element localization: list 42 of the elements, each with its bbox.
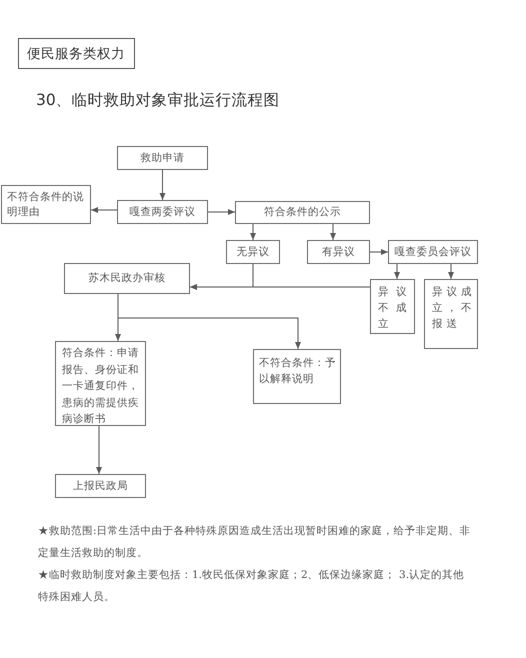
step-text: 异议成立，不报送: [432, 285, 476, 332]
process-box: [117, 146, 208, 170]
step-text: 不符合条件的说明理由: [7, 190, 85, 220]
step-text: 有异议: [322, 244, 355, 260]
process-box: [388, 240, 478, 264]
process-box: [253, 349, 341, 404]
process-box: [55, 474, 146, 498]
step-text: 无异议: [236, 244, 270, 260]
process-box: [226, 240, 280, 264]
arrow: [250, 224, 256, 240]
note-text: ★救助范围:日常生活中由于各种特殊原因造成生活出现暂时困难的家庭，给予非定期、非定量生活救助的制度。: [38, 524, 472, 561]
heading-text: 便民服务类权力: [27, 44, 125, 62]
step-text: 上报民政局: [73, 478, 128, 494]
process-box: [64, 263, 190, 294]
step-text: 不符合条件：予以解释说明: [259, 356, 337, 387]
arrow: [118, 294, 301, 350]
process-box: [55, 341, 146, 426]
process-box: [1, 185, 91, 224]
process-box: [117, 200, 208, 224]
step-text: 嘎查两委评议: [130, 204, 196, 220]
arrow: [448, 264, 454, 280]
arrow: [208, 209, 236, 215]
arrow: [394, 264, 400, 280]
step-text: 嘎查委员会评议: [394, 244, 472, 260]
process-box: [424, 279, 478, 349]
arrow: [190, 284, 370, 290]
note-text: ★临时救助制度对象主要包括：1.牧民低保对象家庭；2、低保边缘家庭； 3.认定的其他特殊困难人员。: [38, 568, 466, 605]
process-box: [307, 240, 370, 264]
heading-box: [18, 38, 135, 69]
step-text: 异议不成立: [378, 285, 414, 332]
diagram-title: 30、临时救助对象审批运行流程图: [36, 90, 280, 111]
arrow: [370, 249, 388, 255]
step-text: 苏木民政办审核: [88, 271, 166, 286]
arrow: [90, 207, 118, 213]
arrow: [330, 224, 336, 240]
arrow: [160, 170, 166, 200]
step-text: 符合条件：申请报告、身份证和一卡通复印件，患病的需提供疾病诊断书: [62, 346, 140, 427]
step-text: 符合条件的公示: [264, 205, 341, 220]
process-box: [370, 279, 415, 334]
process-box: [235, 201, 370, 224]
arrow: [96, 426, 102, 474]
step-text: 救助申请: [140, 150, 184, 166]
